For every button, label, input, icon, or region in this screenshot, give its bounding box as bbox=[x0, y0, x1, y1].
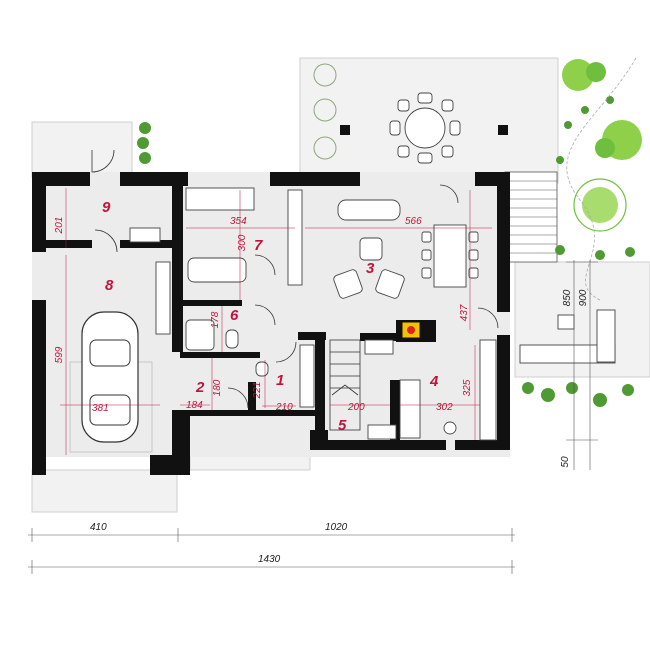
kitchen-counter-icon bbox=[364, 339, 394, 355]
tree-icon bbox=[566, 382, 578, 394]
overall-dimension-850: 850 bbox=[562, 289, 573, 306]
tree-icon bbox=[137, 137, 149, 149]
room-dimension: 354 bbox=[230, 216, 247, 227]
room-dimension: 566 bbox=[405, 216, 422, 227]
overall-dimension-50: 50 bbox=[560, 456, 571, 468]
room-dimension: 300 bbox=[237, 234, 248, 251]
room-number-7: 7 bbox=[254, 237, 263, 254]
tree-icon bbox=[595, 138, 615, 158]
toilet-icon bbox=[225, 329, 239, 349]
furniture bbox=[129, 187, 497, 441]
room-dimension: 210 bbox=[275, 402, 293, 413]
bathtub-icon bbox=[185, 319, 215, 351]
room-dimension: 325 bbox=[462, 379, 473, 396]
room-number-5: 5 bbox=[338, 417, 347, 434]
tree-icon bbox=[586, 62, 606, 82]
kitchen-counter-icon bbox=[399, 379, 421, 439]
doors bbox=[91, 149, 499, 409]
room-dimension-lines bbox=[60, 188, 492, 455]
tree-icon bbox=[625, 247, 635, 257]
overall-dimension-total: 1430 bbox=[258, 554, 281, 565]
garden-table-icon bbox=[389, 92, 461, 164]
garden-trees bbox=[137, 59, 642, 407]
entrance-terrace bbox=[31, 121, 133, 178]
tree-icon bbox=[313, 63, 337, 87]
room-dimension: 200 bbox=[347, 402, 365, 413]
sink-icon bbox=[255, 361, 269, 377]
dining-table-icon bbox=[433, 224, 467, 288]
tree-icon bbox=[313, 136, 337, 160]
room-number-8: 8 bbox=[105, 277, 114, 294]
tree-icon bbox=[606, 96, 614, 104]
tree-icon bbox=[313, 98, 337, 122]
tree-icon bbox=[573, 178, 627, 232]
overall-dimension-left: 410 bbox=[90, 522, 107, 533]
stair-treads bbox=[505, 180, 557, 254]
room-number-3: 3 bbox=[366, 260, 375, 277]
stove-icon bbox=[443, 421, 457, 435]
room-number-9: 9 bbox=[102, 199, 111, 216]
room-dimension: 302 bbox=[436, 402, 453, 413]
room-dimension: 221 bbox=[252, 382, 263, 400]
armchair-icon bbox=[333, 269, 363, 299]
wardrobe-icon bbox=[287, 189, 303, 286]
tree-icon bbox=[555, 245, 565, 255]
garden-lounge-icon bbox=[519, 309, 616, 364]
wardrobe-icon bbox=[299, 344, 315, 408]
room-number-1: 1 bbox=[276, 372, 284, 389]
armchair-icon bbox=[359, 237, 383, 261]
tree-icon bbox=[622, 384, 634, 396]
overall-dimension-lines bbox=[28, 260, 598, 574]
tree-icon bbox=[139, 122, 151, 134]
tree-icon bbox=[139, 152, 151, 164]
tree-icon bbox=[593, 393, 607, 407]
armchair-icon bbox=[375, 269, 405, 299]
overall-dimension-900: 900 bbox=[578, 289, 589, 306]
room-number-4: 4 bbox=[429, 373, 439, 390]
room-dimension: 599 bbox=[54, 346, 65, 363]
kitchen-counter-icon bbox=[479, 339, 497, 441]
driveway bbox=[31, 469, 178, 513]
desk-icon bbox=[185, 187, 255, 211]
overall-dimension-right: 1020 bbox=[325, 522, 348, 533]
sofa-icon bbox=[187, 257, 247, 283]
room-number-6: 6 bbox=[230, 307, 239, 324]
car-icon bbox=[69, 311, 153, 453]
room-number-2: 2 bbox=[195, 379, 205, 396]
tree-icon bbox=[541, 388, 555, 402]
tree-icon bbox=[581, 106, 589, 114]
garden-path bbox=[566, 57, 637, 301]
room-dimension: 437 bbox=[459, 304, 470, 321]
tree-icon bbox=[595, 250, 605, 260]
tree-icon bbox=[556, 156, 564, 164]
tree-icon bbox=[582, 187, 618, 223]
cabinet-icon bbox=[155, 261, 171, 335]
room-dimension: 184 bbox=[186, 400, 203, 411]
tree-icon bbox=[562, 59, 594, 91]
kitchen-counter-icon bbox=[367, 424, 397, 440]
sofa-icon bbox=[337, 199, 401, 221]
tree-icon bbox=[564, 121, 572, 129]
room-dimension: 381 bbox=[92, 403, 109, 414]
tree-icon bbox=[522, 382, 534, 394]
flame-icon bbox=[407, 326, 415, 334]
room-dimension: 180 bbox=[212, 379, 223, 396]
internal-stairs bbox=[329, 339, 361, 431]
room-dimension: 201 bbox=[54, 217, 65, 235]
washer-icon bbox=[129, 227, 161, 243]
room-dimension: 178 bbox=[210, 311, 221, 328]
